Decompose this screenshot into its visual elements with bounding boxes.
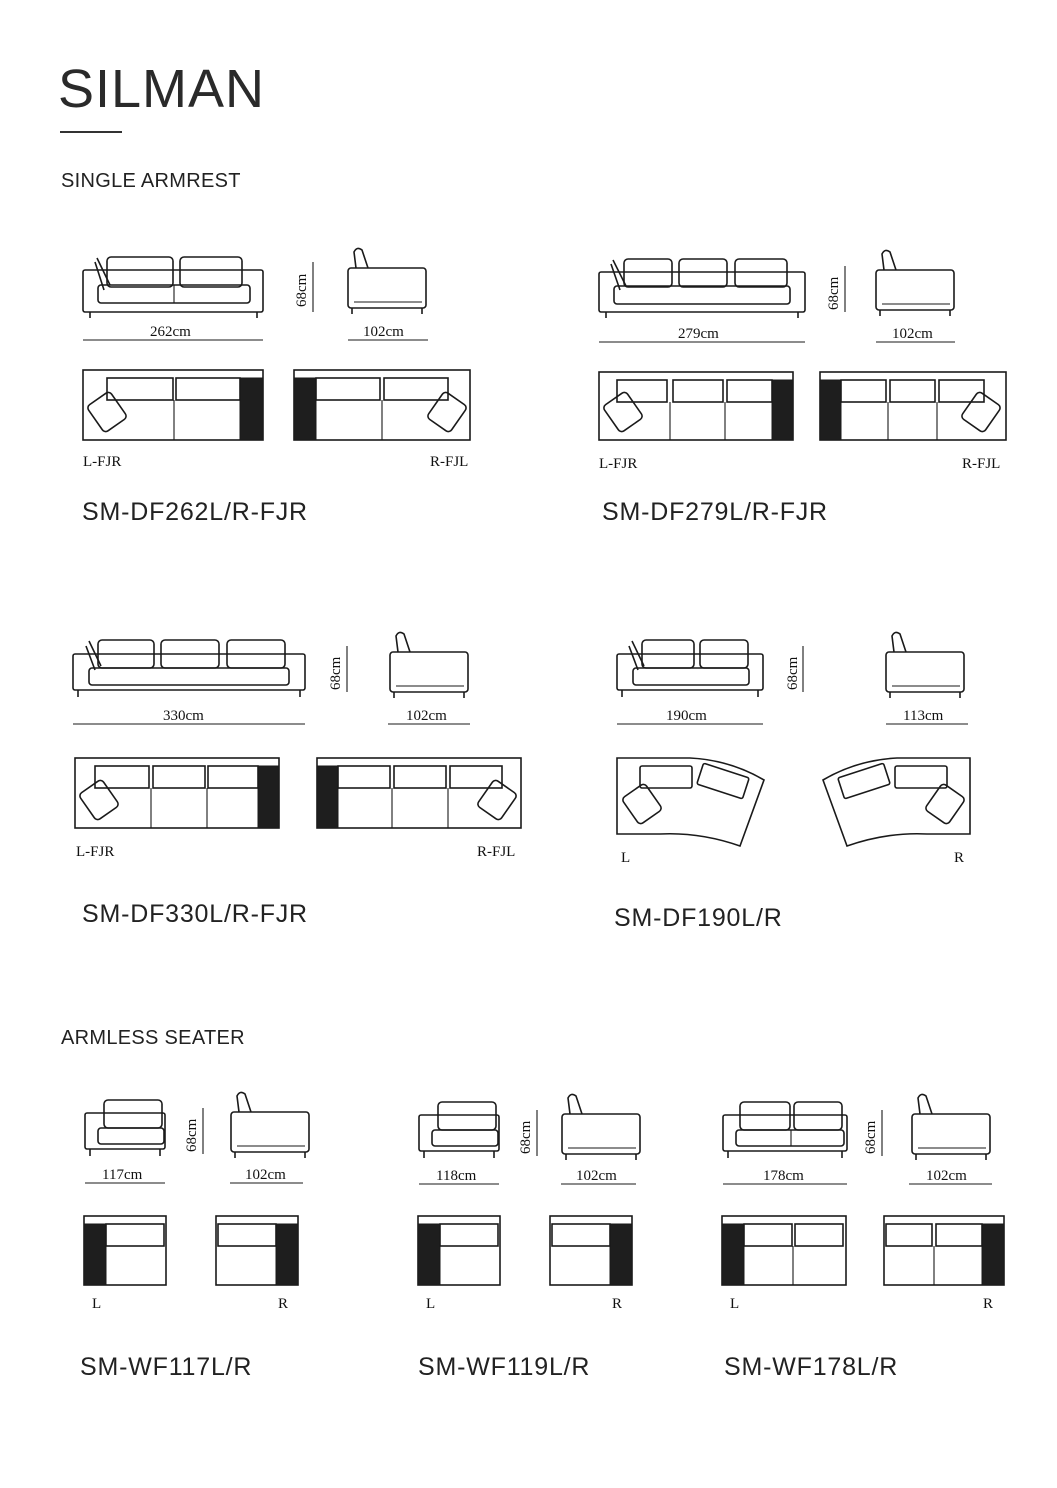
- dim-width-df190: 190cm: [666, 708, 707, 724]
- label-right-df279: R-FJL: [962, 456, 1000, 472]
- label-right-df262: R-FJL: [430, 454, 468, 470]
- section-armless-seater: ARMLESS SEATER: [61, 1027, 245, 1049]
- dim-depth-wf119: 102cm: [576, 1168, 617, 1184]
- plan-right: [549, 1215, 633, 1286]
- title-underline: [60, 131, 122, 133]
- label-left-wf178: L: [730, 1296, 739, 1312]
- model-code-df330: SM-DF330L/R-FJR: [82, 900, 308, 928]
- plan-left: [616, 757, 765, 848]
- dim-depth-df190: 113cm: [903, 708, 944, 724]
- diagram-df279: 279cm 68cm 102cm L-FJR R-FJL: [598, 249, 1009, 472]
- plan-left: [74, 757, 280, 829]
- section-single-armrest: SINGLE ARMREST: [61, 170, 241, 192]
- front-view: [598, 258, 806, 318]
- model-code-wf119: SM-WF119L/R: [418, 1353, 591, 1381]
- model-code-df279: SM-DF279L/R-FJR: [602, 498, 828, 526]
- label-right-df190: R: [954, 850, 964, 866]
- plan-right: [316, 757, 525, 829]
- model-code-df190: SM-DF190L/R: [614, 904, 783, 932]
- label-right-wf117: R: [278, 1296, 288, 1312]
- plan-left: [417, 1215, 501, 1286]
- label-left-df262: L-FJR: [83, 454, 121, 470]
- label-left-df279: L-FJR: [599, 456, 637, 472]
- plan-left: [83, 1215, 167, 1286]
- dim-width-df279: 279cm: [678, 326, 719, 342]
- front-view: [722, 1101, 848, 1158]
- plan-right: [293, 369, 475, 441]
- plan-right: [883, 1215, 1005, 1286]
- label-left-wf119: L: [426, 1296, 435, 1312]
- front-view: [84, 1099, 166, 1156]
- plan-right: [215, 1215, 299, 1286]
- plan-right: [819, 371, 1009, 441]
- dim-depth-wf178: 102cm: [926, 1168, 967, 1184]
- dim-height-wf178: 68cm: [863, 1120, 879, 1154]
- dim-height-df262: 68cm: [294, 273, 310, 307]
- dim-height-df279: 68cm: [826, 276, 842, 310]
- dim-width-df330: 330cm: [163, 708, 204, 724]
- brand-title: SILMAN: [58, 59, 266, 119]
- model-code-wf178: SM-WF178L/R: [724, 1353, 899, 1381]
- dim-depth-df262: 102cm: [363, 324, 404, 340]
- label-left-wf117: L: [92, 1296, 101, 1312]
- dim-height-wf117: 68cm: [184, 1118, 200, 1152]
- label-right-df330: R-FJL: [477, 844, 515, 860]
- front-view: [82, 256, 264, 318]
- dim-width-wf178: 178cm: [763, 1168, 804, 1184]
- dim-width-wf117: 117cm: [102, 1167, 143, 1183]
- label-left-df190: L: [621, 850, 630, 866]
- dim-height-df190: 68cm: [785, 656, 801, 690]
- diagram-df190: 190cm 68cm 113cm L R: [616, 631, 973, 866]
- diagram-wf117: 117cm 68cm 102cm L R: [83, 1091, 310, 1312]
- diagram-wf119: 118cm 68cm 102cm L R: [417, 1093, 641, 1312]
- label-left-df330: L-FJR: [76, 844, 114, 860]
- front-view: [616, 639, 764, 697]
- dim-depth-df330: 102cm: [406, 708, 447, 724]
- plan-left: [82, 369, 264, 441]
- plan-right: [822, 757, 973, 848]
- plan-left: [721, 1215, 847, 1286]
- label-right-wf119: R: [612, 1296, 622, 1312]
- dim-width-wf119: 118cm: [436, 1168, 477, 1184]
- dim-width-df262: 262cm: [150, 324, 191, 340]
- label-right-wf178: R: [983, 1296, 993, 1312]
- front-view: [72, 639, 306, 697]
- diagram-df330: 330cm 68cm 102cm L-FJR R-FJL: [72, 631, 525, 860]
- dim-height-df330: 68cm: [328, 656, 344, 690]
- dim-depth-df279: 102cm: [892, 326, 933, 342]
- model-code-df262: SM-DF262L/R-FJR: [82, 498, 308, 526]
- diagram-df262: 262cm 68cm 102cm L-FJR R-FJL: [82, 247, 475, 470]
- plan-left: [598, 371, 794, 441]
- front-view: [418, 1101, 500, 1158]
- diagram-wf178: 178cm 68cm 102cm L R: [721, 1093, 1005, 1312]
- dim-depth-wf117: 102cm: [245, 1167, 286, 1183]
- dim-height-wf119: 68cm: [518, 1120, 534, 1154]
- model-code-wf117: SM-WF117L/R: [80, 1353, 253, 1381]
